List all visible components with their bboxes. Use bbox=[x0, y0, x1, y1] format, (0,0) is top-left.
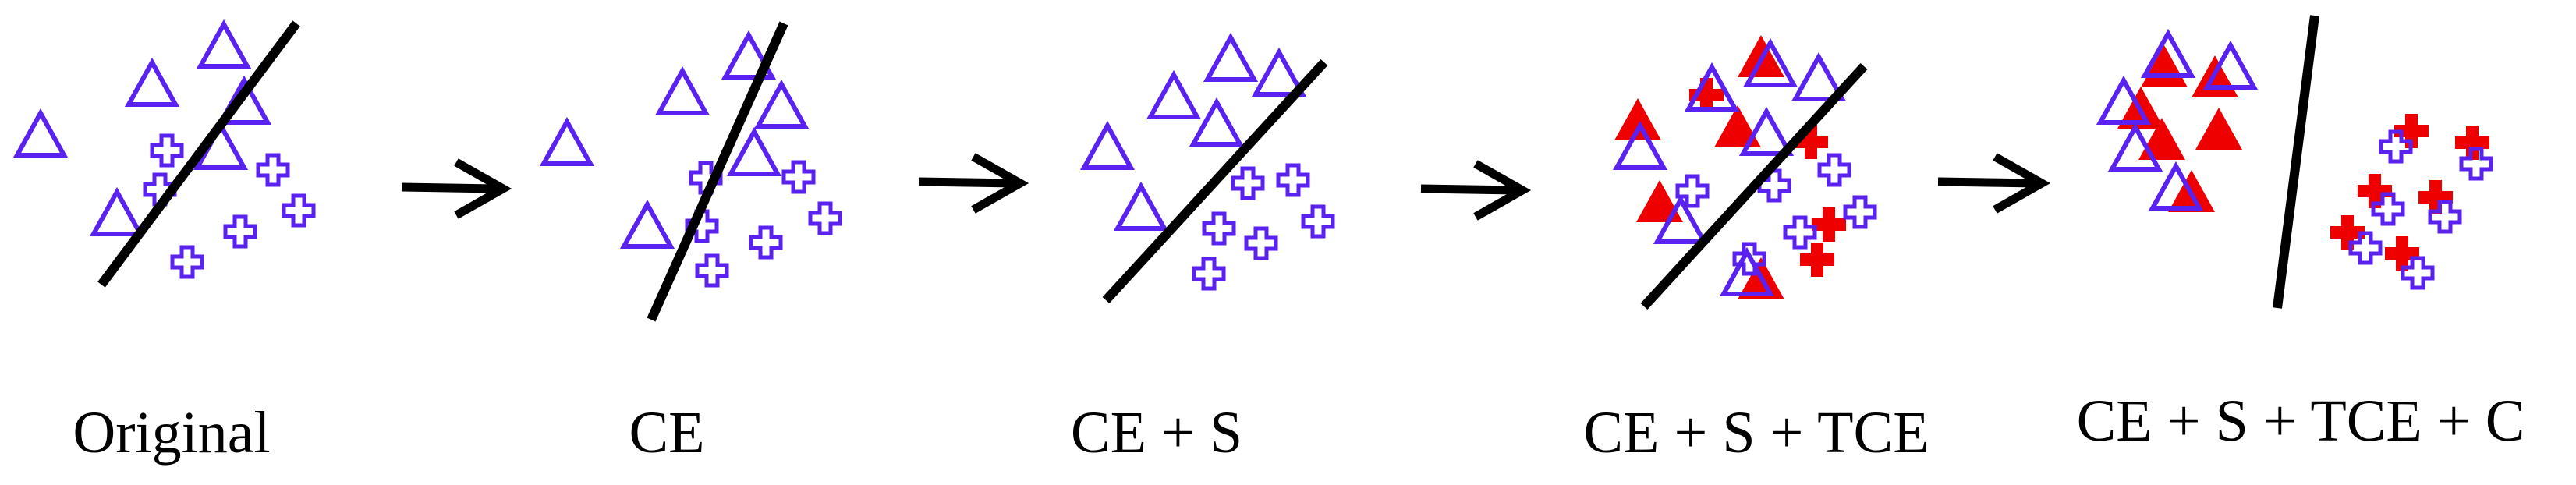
triangle-outline-icon bbox=[2202, 40, 2259, 90]
arrow-shaft bbox=[1937, 177, 2038, 188]
triangle-outline-icon bbox=[1742, 37, 1798, 87]
cross-outline-icon bbox=[2379, 129, 2413, 164]
caption-original: Original bbox=[73, 400, 271, 466]
cross-outline-icon bbox=[1231, 166, 1265, 200]
cross-filled-icon bbox=[1800, 242, 1834, 277]
triangle-outline-icon bbox=[1251, 47, 1307, 97]
cross-outline-icon bbox=[223, 214, 257, 249]
cross-filled-icon bbox=[2358, 174, 2392, 208]
arrow-right-icon bbox=[918, 153, 1029, 214]
cross-outline-icon bbox=[2459, 147, 2493, 181]
cross-filled-icon bbox=[2455, 126, 2489, 160]
triangle-outline-icon bbox=[2107, 122, 2163, 172]
panel-ce bbox=[539, 21, 842, 322]
triangle-outline-icon bbox=[1653, 194, 1709, 244]
triangle-outline-icon bbox=[619, 199, 675, 249]
arrow-head bbox=[1993, 153, 2051, 214]
triangle-outline-icon bbox=[1113, 181, 1169, 231]
arrow-shaft bbox=[401, 182, 499, 193]
panel-ce-s bbox=[1079, 32, 1335, 304]
cross-outline-icon bbox=[2371, 192, 2405, 226]
cross-outline-icon bbox=[1732, 242, 1766, 276]
triangle-filled-icon bbox=[1714, 105, 1761, 147]
triangle-outline-icon bbox=[1612, 120, 1668, 170]
cross-outline-icon bbox=[256, 153, 290, 187]
triangle-filled-icon bbox=[2195, 108, 2242, 150]
cross-filled-icon bbox=[2394, 114, 2429, 148]
decision-boundary bbox=[2273, 15, 2319, 309]
triangle-outline-icon bbox=[726, 126, 782, 176]
panel-ce-s-tce-c bbox=[2096, 15, 2493, 309]
cross-outline-icon bbox=[2348, 231, 2383, 265]
triangle-outline-icon bbox=[2096, 75, 2152, 125]
cross-outline-icon bbox=[685, 209, 719, 243]
triangle-outline-icon bbox=[2140, 28, 2196, 78]
triangle-outline-icon bbox=[1146, 69, 1202, 119]
cross-outline-icon bbox=[170, 245, 204, 279]
arrow-shaft bbox=[1420, 184, 1518, 195]
caption-ce-s: CE + S bbox=[1070, 400, 1243, 466]
arrow-right-icon bbox=[1937, 153, 2051, 214]
cross-outline-icon bbox=[1675, 174, 1710, 208]
cross-outline-icon bbox=[1192, 257, 1226, 291]
decision-boundary bbox=[1102, 58, 1328, 304]
caption-ce-s-tce: CE + S + TCE bbox=[1583, 400, 1929, 466]
caption-ce-s-tce-c: CE + S + TCE + C bbox=[2076, 388, 2525, 454]
decision-boundary bbox=[97, 20, 300, 288]
cross-filled-icon bbox=[1689, 78, 1724, 112]
arrow-shaft bbox=[918, 177, 1016, 188]
cross-outline-icon bbox=[781, 160, 816, 194]
cross-outline-icon bbox=[1276, 163, 1310, 197]
cross-outline-icon bbox=[150, 133, 184, 168]
cross-outline-icon bbox=[2401, 256, 2435, 290]
cross-outline-icon bbox=[1301, 204, 1335, 239]
caption-ce: CE bbox=[629, 400, 705, 466]
cross-filled-icon bbox=[2330, 215, 2365, 250]
cross-filled-icon bbox=[2418, 180, 2453, 214]
arrow-head bbox=[454, 158, 512, 219]
triangle-outline-icon bbox=[1719, 246, 1775, 296]
triangle-outline-icon bbox=[539, 116, 595, 166]
arrow-right-icon bbox=[1420, 160, 1532, 221]
cross-outline-icon bbox=[808, 201, 842, 235]
triangle-filled-icon bbox=[1614, 98, 1661, 140]
decision-boundary bbox=[647, 21, 788, 322]
cross-filled-icon bbox=[2385, 236, 2419, 271]
cross-outline-icon bbox=[749, 225, 783, 260]
cross-filled-icon bbox=[1812, 207, 1846, 242]
triangle-outline-icon bbox=[753, 79, 810, 129]
triangle-outline-icon bbox=[89, 186, 145, 236]
panel-ce-s-tce bbox=[1612, 35, 1877, 310]
triangle-outline-icon bbox=[1684, 62, 1740, 112]
arrow-right-icon bbox=[401, 158, 512, 219]
arrow-head bbox=[971, 153, 1029, 214]
cross-outline-icon bbox=[1202, 211, 1236, 246]
cross-outline-icon bbox=[1783, 215, 1817, 250]
cross-outline-icon bbox=[1843, 195, 1877, 229]
triangle-outline-icon bbox=[1791, 51, 1847, 101]
triangle-outline-icon bbox=[196, 19, 252, 69]
cross-outline-icon bbox=[2428, 200, 2462, 234]
cross-filled-icon bbox=[1794, 125, 1828, 159]
triangle-outline-icon bbox=[1079, 120, 1136, 170]
triangle-outline-icon bbox=[1189, 97, 1245, 147]
cross-outline-icon bbox=[695, 253, 729, 288]
triangle-outline-icon bbox=[1203, 32, 1259, 82]
triangle-outline-icon bbox=[2148, 161, 2204, 211]
triangle-outline-icon bbox=[124, 57, 180, 107]
triangle-outline-icon bbox=[12, 108, 69, 158]
cross-outline-icon bbox=[1817, 153, 1851, 187]
triangle-outline-icon bbox=[1738, 106, 1795, 156]
triangle-outline-icon bbox=[721, 30, 777, 80]
cross-outline-icon bbox=[282, 193, 316, 228]
triangle-outline-icon bbox=[654, 65, 710, 115]
arrow-head bbox=[1473, 160, 1532, 221]
cross-outline-icon bbox=[1244, 226, 1278, 260]
panel-original bbox=[12, 19, 316, 288]
decision-boundary bbox=[1640, 62, 1868, 310]
